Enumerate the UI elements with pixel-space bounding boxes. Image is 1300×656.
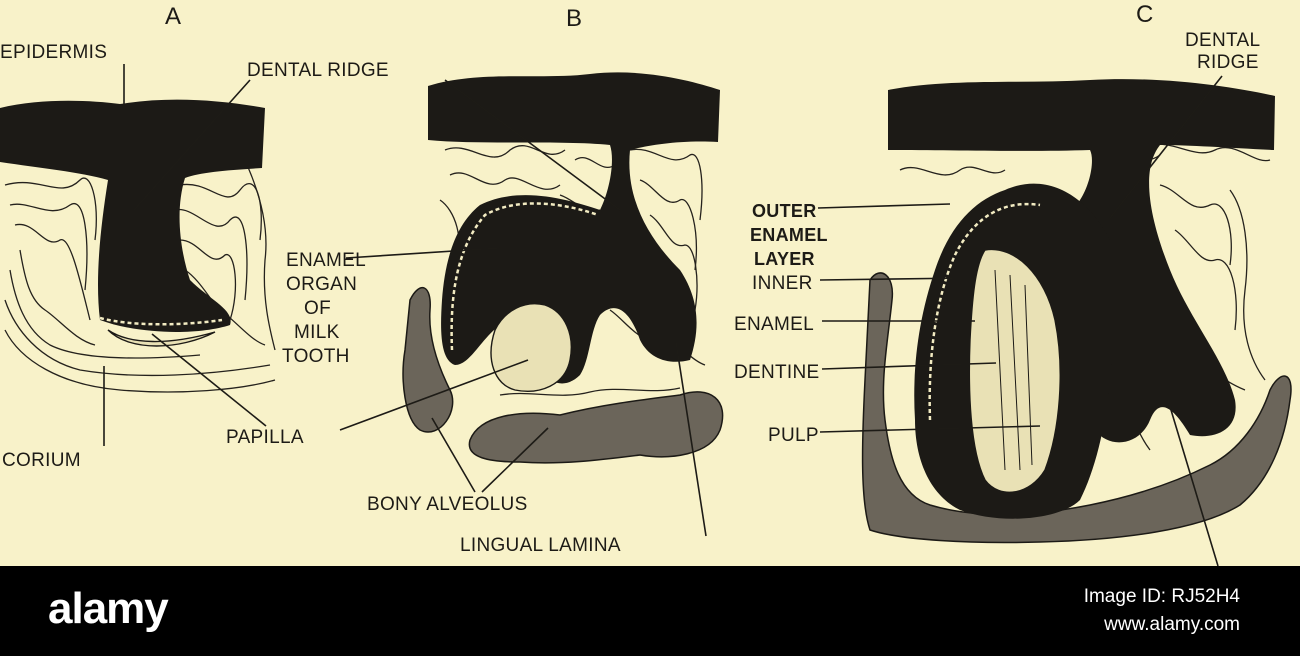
panel-c-dentine-striations bbox=[994, 269, 1033, 471]
leader-bony-alveolus-1 bbox=[431, 417, 476, 493]
leader-dentine bbox=[821, 362, 997, 370]
panel-b-papilla bbox=[490, 303, 572, 392]
panel-a bbox=[0, 99, 276, 393]
label-epidermis: EPIDERMIS bbox=[0, 42, 107, 63]
label-dental-ridge-c-2: RIDGE bbox=[1197, 52, 1259, 73]
leader-dental-ridge-a-2 bbox=[444, 79, 621, 211]
panel-c-epidermis-shape bbox=[888, 79, 1275, 443]
alamy-logo: alamy bbox=[48, 584, 169, 633]
diagram-svg: A B C EPIDERMIS DENTAL RIDGE CORIUM PAPI… bbox=[0, 1, 1292, 566]
leader-bottom-right bbox=[1167, 399, 1219, 566]
label-corium: CORIUM bbox=[2, 450, 81, 471]
panel-b-bony-alveolus-left bbox=[402, 287, 454, 433]
leader-lingual-lamina bbox=[675, 341, 707, 537]
leader-outer-enamel-layer bbox=[817, 203, 951, 209]
leader-bony-alveolus-2 bbox=[481, 427, 549, 493]
panel-a-papilla bbox=[107, 329, 216, 347]
panel-label-b: B bbox=[566, 5, 582, 32]
label-papilla: PAPILLA bbox=[226, 427, 304, 448]
panel-c bbox=[861, 79, 1292, 544]
label-enamel-organ-5: TOOTH bbox=[282, 346, 350, 367]
leader-enamel-organ bbox=[345, 247, 501, 259]
dental-development-figure: A B C EPIDERMIS DENTAL RIDGE CORIUM PAPI… bbox=[0, 1, 1292, 566]
label-enamel-organ-4: MILK bbox=[294, 322, 340, 343]
panel-c-bony-alveolus bbox=[861, 272, 1292, 544]
leader-pulp bbox=[819, 425, 1041, 433]
label-enamel-layer-enamel: ENAMEL bbox=[750, 225, 828, 245]
leader-inner bbox=[819, 277, 969, 281]
panel-label-a: A bbox=[165, 3, 181, 30]
label-outer: OUTER bbox=[752, 201, 817, 221]
image-id-text: Image ID: RJ52H4 bbox=[1083, 586, 1240, 607]
label-enamel-organ-1: ENAMEL bbox=[286, 250, 366, 271]
leader-dental-ridge-c bbox=[1109, 75, 1223, 219]
panel-a-cell-layer bbox=[99, 316, 223, 326]
label-dental-ridge-c-1: DENTAL bbox=[1185, 30, 1260, 51]
label-bony-alveolus: BONY ALVEOLUS bbox=[367, 494, 528, 515]
leader-papilla-a bbox=[151, 333, 267, 427]
label-enamel-organ-3: OF bbox=[304, 298, 331, 319]
panel-b-outer-cells bbox=[450, 202, 599, 351]
panel-b-bony-alveolus-bottom bbox=[468, 391, 724, 464]
label-pulp: PULP bbox=[768, 425, 819, 446]
watermark-footer: alamy Image ID: RJ52H4 www.alamy.com bbox=[0, 566, 1300, 656]
leader-papilla-b bbox=[339, 359, 529, 431]
panel-b bbox=[402, 72, 724, 464]
label-lingual-lamina: LINGUAL LAMINA bbox=[460, 535, 621, 556]
label-layer: LAYER bbox=[754, 249, 815, 269]
label-inner: INNER bbox=[752, 273, 813, 294]
label-dental-ridge-a: DENTAL RIDGE bbox=[247, 60, 389, 81]
label-enamel: ENAMEL bbox=[734, 314, 814, 335]
panel-a-epidermis-shape bbox=[0, 99, 265, 332]
site-url-text: www.alamy.com bbox=[1104, 614, 1240, 635]
panel-b-epidermis-shape bbox=[428, 72, 720, 384]
panel-label-c: C bbox=[1136, 1, 1154, 28]
leader-dental-ridge-a-1 bbox=[133, 79, 251, 211]
panel-a-corium-tissue bbox=[4, 149, 276, 393]
label-enamel-organ-2: ORGAN bbox=[286, 274, 357, 295]
label-dentine: DENTINE bbox=[734, 362, 820, 383]
panel-c-outer-cells bbox=[928, 202, 1041, 421]
